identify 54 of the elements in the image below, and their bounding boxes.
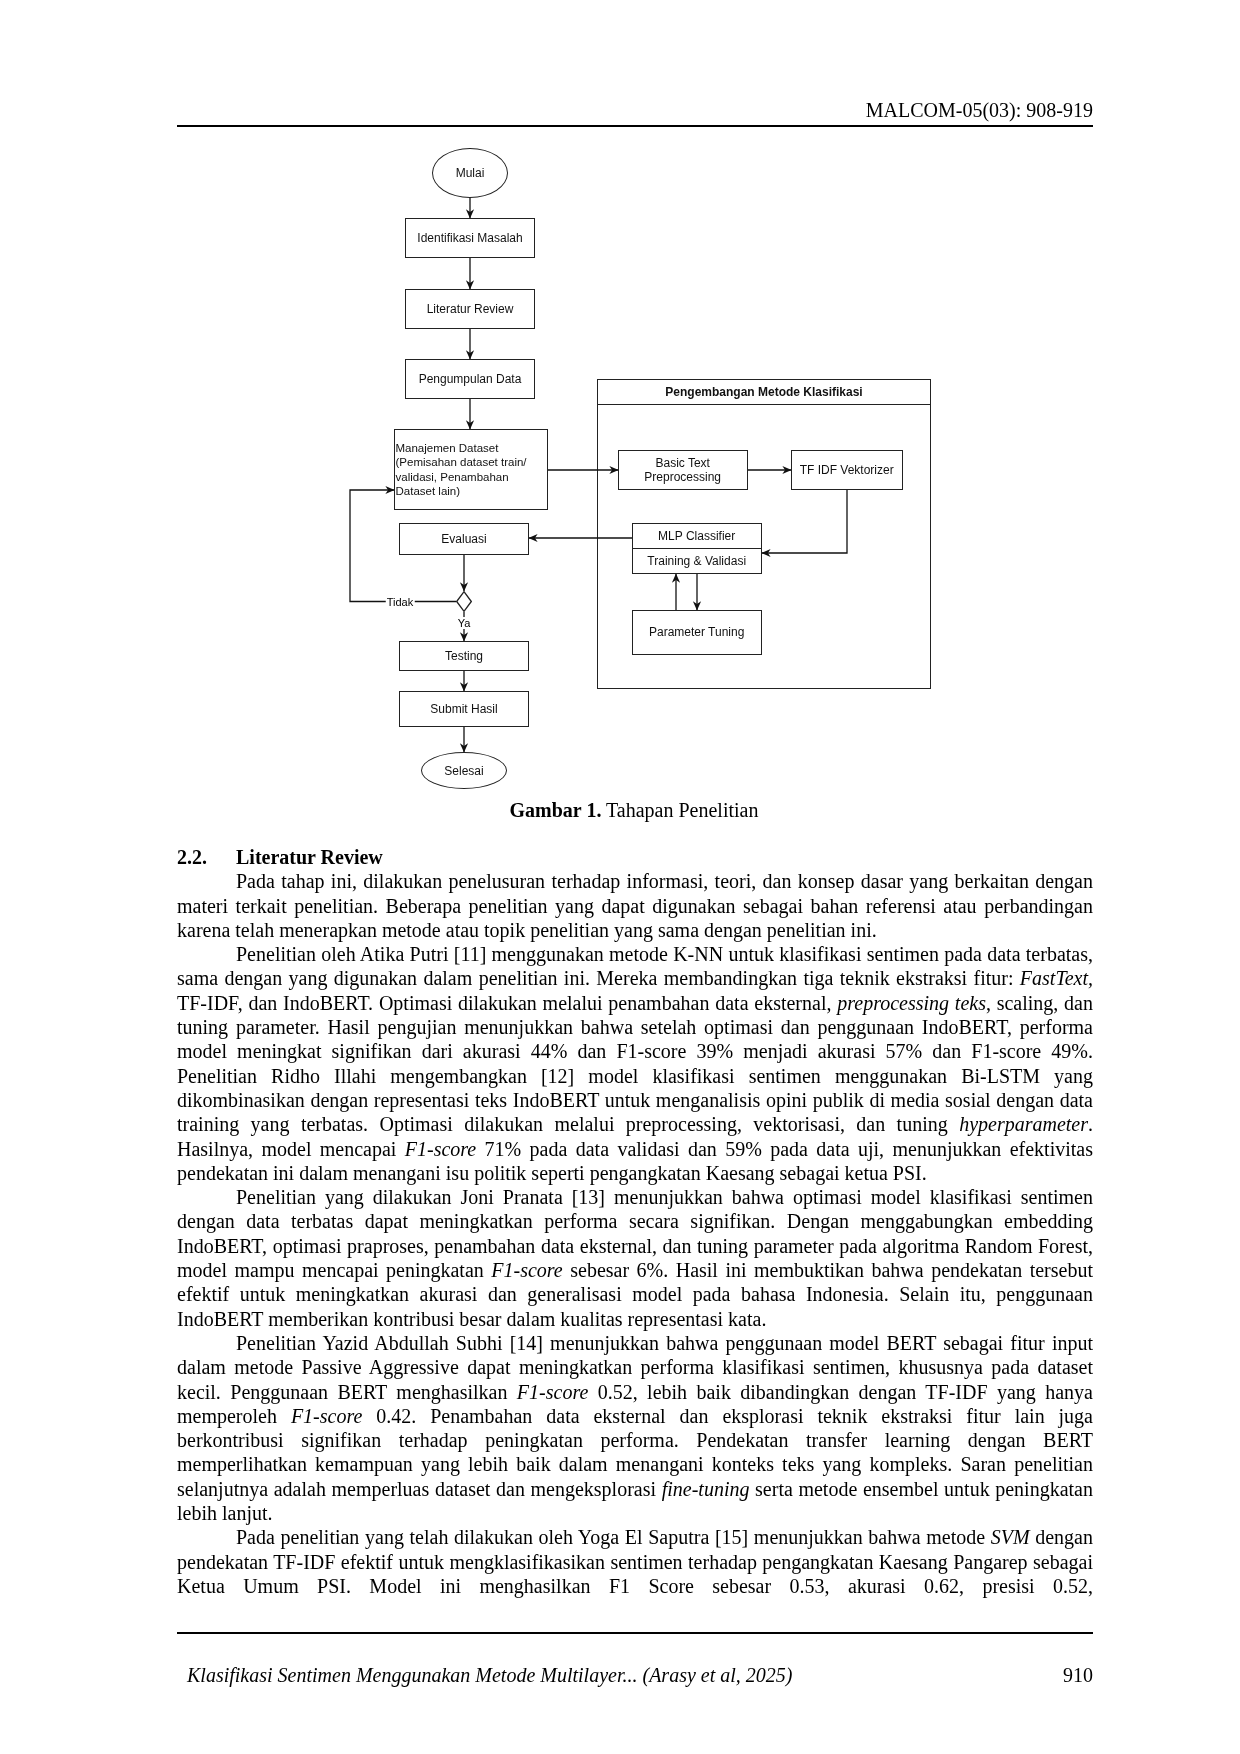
arrow — [547, 465, 619, 475]
node-label: MLP Classifier — [657, 527, 737, 545]
arrow — [528, 533, 633, 543]
arrow — [465, 257, 475, 290]
node-label: Identifikasi Masalah — [417, 231, 523, 245]
arrow — [459, 554, 469, 592]
node-label: Selesai — [444, 763, 484, 778]
arrow — [671, 573, 681, 611]
arrow — [692, 573, 702, 611]
arrow — [349, 485, 457, 603]
arrow — [747, 465, 792, 475]
figure-caption: Gambar 1. Tahapan Penelitian — [508, 798, 760, 822]
arrow — [465, 398, 475, 430]
body-paragraph: Penelitian yang dilakukan Joni Pranata [13] menunjukkan bahwa optimasi model klasifikasi sentimen dengan data terbatas dapat meningkatkan performa secara signifikan. Dengan menggabungkan embedding IndoBERT, optimasi praproses, penambahan data eksternal, dan tuning parameter pada algoritma Random Forest, model mampu mencapai peningkatan F1-score sebesar 6%. Hasil ini membuktikan bahwa pendekatan tersebut efektif untuk meningkatkan akurasi dan generalisasi model pada bahasa Indonesia. Selain itu, penggunaan IndoBERT memberikan kontribusi besar dalam kualitas representasi kata. — [177, 1185, 1093, 1331]
section-number: 2.2. — [177, 845, 208, 870]
group-container — [597, 379, 931, 689]
process-box — [405, 359, 535, 399]
process-box — [631, 609, 762, 655]
arrow — [459, 726, 469, 753]
section-heading: Literatur Review — [236, 845, 383, 870]
running-footer: Klasifikasi Sentimen Menggunakan Metode Multilayer... (Arasy et al, 2025) — [187, 1664, 793, 1687]
edge-label: Ya — [456, 617, 472, 629]
node-label: Basic Text Preprocessing — [643, 455, 723, 484]
node-label: Training & Validasi — [632, 547, 761, 573]
body-paragraph: Pada penelitian yang telah dilakukan oleh Yoga El Saputra [15] menunjukkan bahwa metode SVM dengan pendekatan TF-IDF efektif untuk mengklasifikasikan sentimen terhadap pengangkatan Kaesang Pangarep sebagai Ketua Umum PSI. Model ini menghasilkan F1 Score sebesar 0.53, akurasi 0.62, presisi 0.52, — [177, 1525, 1093, 1599]
process-box — [790, 449, 903, 490]
process-box — [405, 289, 535, 329]
body-paragraph: Penelitian Yazid Abdullah Subhi [14] menunjukkan bahwa penggunaan model BERT sebagai fitur input dalam metode Passive Aggressive dapat meningkatkan performa klasifikasi sentimen, khususnya pada dataset kecil. Penggunaan BERT menghasilkan F1-score 0.52, lebih baik dibandingkan dengan TF-IDF yang hanya memperoleh F1-score 0.42. Penambahan data eksternal dan eksplorasi teknik ekstraksi fitur lain juga berkontribusi signifikan terhadap peningkatan performa. Pendekatan transfer learning dengan BERT memperlihatkan kemampuan yang lebih baik dalam menangani konteks teks yang kompleks. Saran penelitian selanjutnya adalah memperluas dataset dan mengeksplorasi fine-tuning serta metode ensembel untuk peningkatan lebih lanjut. — [177, 1331, 1093, 1526]
running-header: MALCOM-05(03): 908-919 — [865, 99, 1093, 122]
process-box — [399, 691, 529, 727]
process-box — [405, 218, 535, 258]
process-box — [617, 449, 748, 490]
arrow — [459, 670, 469, 692]
node-label: Submit Hasil — [430, 702, 498, 716]
node-label: Parameter Tuning — [649, 625, 745, 640]
arrow — [465, 197, 475, 219]
node-label: Literatur Review — [426, 302, 514, 316]
node-label: Testing — [445, 649, 483, 663]
body-paragraph: Pada tahap ini, dilakukan penelusuran terhadap informasi, teori, dan konsep dasar yang berkaitan dengan materi terkait penelitian. Beberapa penelitian yang dapat digunakan sebagai bahan referensi atau perbandingan karena telah menerapkan metode atau topik penelitian yang sama dengan penelitian ini. — [177, 869, 1093, 943]
process-box — [394, 429, 548, 510]
edge-label: Tidak — [385, 595, 415, 608]
process-box — [399, 641, 529, 671]
process-box — [631, 522, 762, 574]
arrow — [465, 328, 475, 360]
node-label: TF IDF Vektorizer — [799, 462, 894, 477]
arrow — [761, 489, 848, 558]
node-label: Evaluasi — [441, 532, 487, 546]
body-paragraph: Penelitian oleh Atika Putri [11] menggunakan metode K-NN untuk klasifikasi sentimen pada data terbatas, sama dengan yang digunakan dalam penelitian ini. Mereka membandingkan tiga teknik ekstraksi fitur: FastText, TF-IDF, dan IndoBERT. Optimasi dilakukan melalui penambahan data eksternal, preprocessing teks, scaling, dan tuning parameter. Hasil pengujian menunjukkan bahwa setelah optimasi dan penggunaan IndoBERT, performa model meningkat signifikan dari akurasi 44% dan F1-score 39% menjadi akurasi 57% dan F1-score 49%. Penelitian Ridho Illahi mengembangkan [12] model klasifikasi sentimen menggunakan Bi-LSTM yang dikombinasikan dengan representasi teks IndoBERT untuk menganalisis opini publik di media sosial dengan data training yang terbatas. Optimasi dilakukan melalui preprocessing, vektorisasi, dan tuning hyperparameter. Hasilnya, model mencapai F1-score 71% pada data validasi dan 59% pada data uji, menunjukkan efektivitas pendekatan ini dalam menangani isu politik seperti pengangkatan Kaesang sebagai ketua PSI. — [177, 942, 1093, 1186]
node-label: Mulai — [455, 166, 485, 180]
process-box — [399, 523, 529, 555]
node-label: Manajemen Dataset (Pemisahan dataset train/ validasi, Penambahan Dataset lain) — [394, 440, 528, 499]
page-number: 910 — [1063, 1664, 1093, 1687]
group-title: Pengembangan Metode Klasifikasi — [598, 380, 930, 405]
node-label: Pengumpulan Data — [418, 372, 522, 386]
